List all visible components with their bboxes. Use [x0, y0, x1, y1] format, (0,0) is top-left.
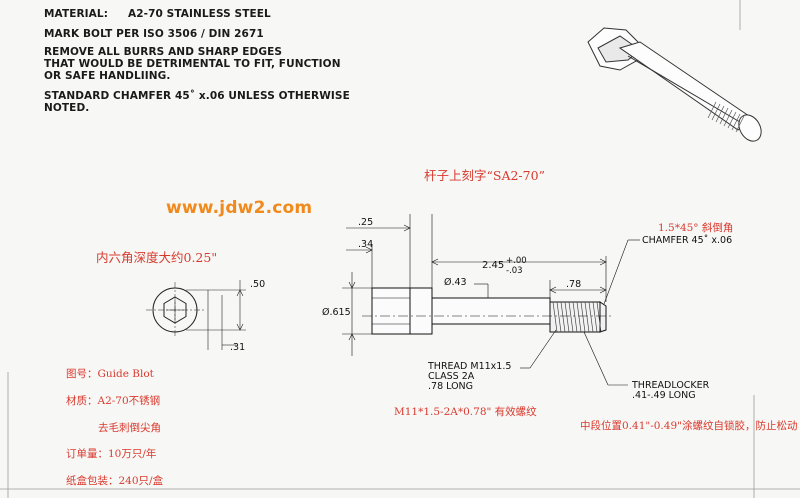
packing-note: 纸盒包装：240只/盒: [66, 475, 164, 487]
mark-note: MARK BOLT PER ISO 3506 / DIN 2671: [44, 28, 264, 40]
hex-end-view: [146, 280, 246, 350]
drawing-number: 图号：Guide Blot: [66, 368, 154, 380]
dim-chamfer: CHAMFER 45˚ x.06: [642, 235, 733, 246]
threadlocker-spec-1: THREADLOCKER: [632, 380, 710, 391]
thread-spec-2: CLASS 2A: [428, 371, 475, 382]
material-cn: 材质：A2-70不锈钢: [66, 395, 161, 407]
dim-head-diameter: Ø.615: [322, 307, 351, 318]
thread-cn-note: M11*1.5-2A*0.78" 有效螺纹: [394, 406, 537, 418]
dim-length-tol-upper: +.00: [506, 256, 527, 266]
dim-head-length: .25: [358, 217, 374, 228]
dim-length-tol-lower: -.03: [506, 266, 523, 276]
dim-hex-depth: .31: [230, 342, 246, 353]
general-notes: MATERIAL: A2-70 STAINLESS STEEL MARK BOL…: [44, 8, 350, 114]
chamfer-note-1: STANDARD CHAMFER 45˚ x.06 UNLESS OTHERWI…: [44, 90, 350, 102]
burrs-note-1: REMOVE ALL BURRS AND SHARP EDGES: [44, 46, 283, 58]
material-value: A2-70 STAINLESS STEEL: [128, 8, 271, 20]
chamfer-note-2: NOTED.: [44, 102, 90, 114]
dim-head-offset: .34: [358, 239, 374, 250]
threadlocker-cn-note: 中段位置0.41"-0.49"涂螺纹自锁胶，防止松动: [580, 420, 798, 432]
bolt-side-view: [342, 214, 640, 386]
hex-depth-note: 内六角深度大约0.25": [96, 250, 218, 265]
chamfer-cn-note: 1.5*45° 斜倒角: [658, 222, 734, 234]
burrs-note-2: THAT WOULD BE DETRIMENTAL TO FIT, FUNCTI…: [44, 58, 341, 70]
burrs-note-3: OR SAFE HANDLIING.: [44, 70, 171, 82]
bolt-isometric: [587, 27, 762, 142]
deburr-cn: 去毛刺倒尖角: [98, 422, 161, 434]
dim-thread-length: .78: [566, 279, 582, 290]
shaft-mark-note: 杆子上刻字“SA2-70”: [424, 168, 545, 183]
order-quantity: 订单量：10万只/年: [66, 448, 157, 460]
watermark-url[interactable]: www.jdw2.com: [166, 198, 313, 218]
thread-spec-3: .78 LONG: [428, 381, 474, 392]
dim-hex-size: .50: [250, 279, 266, 290]
thread-spec-1: THREAD M11x1.5: [428, 361, 512, 372]
material-label: MATERIAL:: [44, 8, 109, 20]
dim-shank-diameter: Ø.43: [444, 277, 467, 288]
dim-overall-length: 2.45: [482, 260, 505, 271]
threadlocker-spec-2: .41-.49 LONG: [632, 390, 696, 401]
